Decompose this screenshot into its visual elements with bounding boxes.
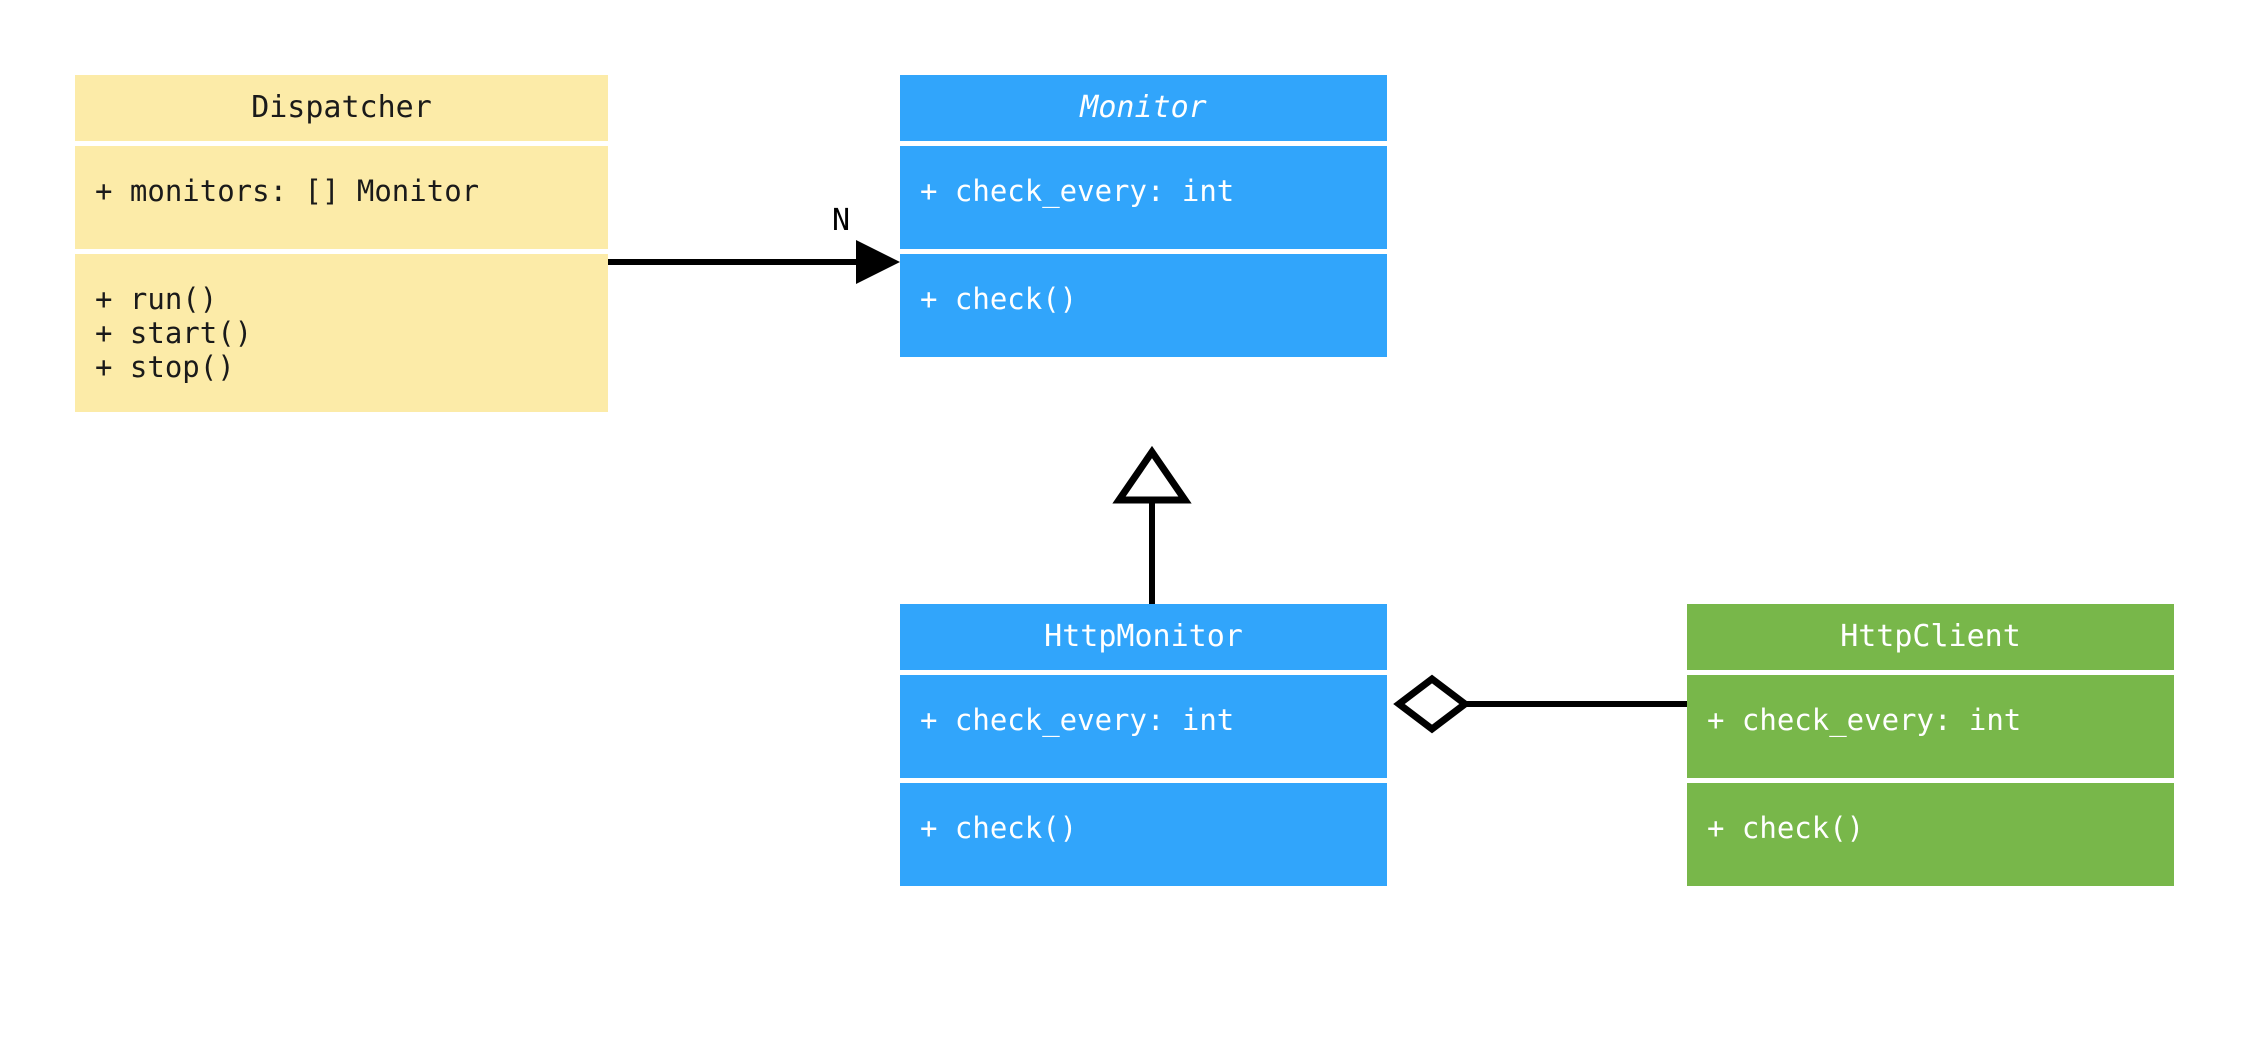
class-methods-dispatcher: + run() + start() + stop() bbox=[75, 249, 608, 412]
class-attributes-monitor: + check_every: int bbox=[900, 141, 1387, 249]
edge-label-multiplicity-n: N bbox=[832, 203, 851, 238]
class-attributes-dispatcher: + monitors: [] Monitor bbox=[75, 141, 608, 249]
method-row: + check() bbox=[1707, 811, 1865, 845]
class-methods-http-monitor: + check() bbox=[900, 778, 1387, 886]
class-box-monitor[interactable]: Monitor + check_every: int + check() bbox=[900, 75, 1387, 357]
method-row: + stop() bbox=[95, 350, 235, 384]
class-box-http-client[interactable]: HttpClient + check_every: int + check() bbox=[1687, 604, 2174, 886]
class-methods-http-client: + check() bbox=[1687, 778, 2174, 886]
method-row: + check() bbox=[920, 282, 1078, 316]
attribute-row: + check_every: int bbox=[1707, 703, 2022, 737]
edge-httpmonitor-aggregates-httpclient bbox=[1393, 674, 1687, 734]
class-methods-monitor: + check() bbox=[900, 249, 1387, 357]
attribute-row: + monitors: [] Monitor bbox=[95, 174, 480, 208]
edge-dispatcher-to-monitor bbox=[608, 240, 900, 284]
filled-triangle-arrowhead-icon bbox=[856, 240, 900, 284]
class-box-http-monitor[interactable]: HttpMonitor + check_every: int + check() bbox=[900, 604, 1387, 886]
hollow-triangle-arrowhead-icon bbox=[1112, 445, 1192, 504]
attribute-row: + check_every: int bbox=[920, 703, 1235, 737]
class-attributes-http-monitor: + check_every: int bbox=[900, 670, 1387, 778]
class-attributes-http-client: + check_every: int bbox=[1687, 670, 2174, 778]
attribute-row: + check_every: int bbox=[920, 174, 1235, 208]
class-title-http-client: HttpClient bbox=[1840, 619, 2021, 654]
method-row: + check() bbox=[920, 811, 1078, 845]
class-title-monitor: Monitor bbox=[1080, 90, 1207, 125]
class-title-dispatcher: Dispatcher bbox=[251, 90, 432, 125]
method-row: + run() bbox=[95, 282, 218, 316]
class-box-dispatcher[interactable]: Dispatcher + monitors: [] Monitor + run(… bbox=[75, 75, 608, 412]
class-title-http-monitor: HttpMonitor bbox=[1044, 619, 1243, 654]
hollow-diamond-icon bbox=[1393, 674, 1471, 734]
method-row: + start() bbox=[95, 316, 253, 350]
edge-httpmonitor-inherits-monitor bbox=[1112, 445, 1192, 604]
